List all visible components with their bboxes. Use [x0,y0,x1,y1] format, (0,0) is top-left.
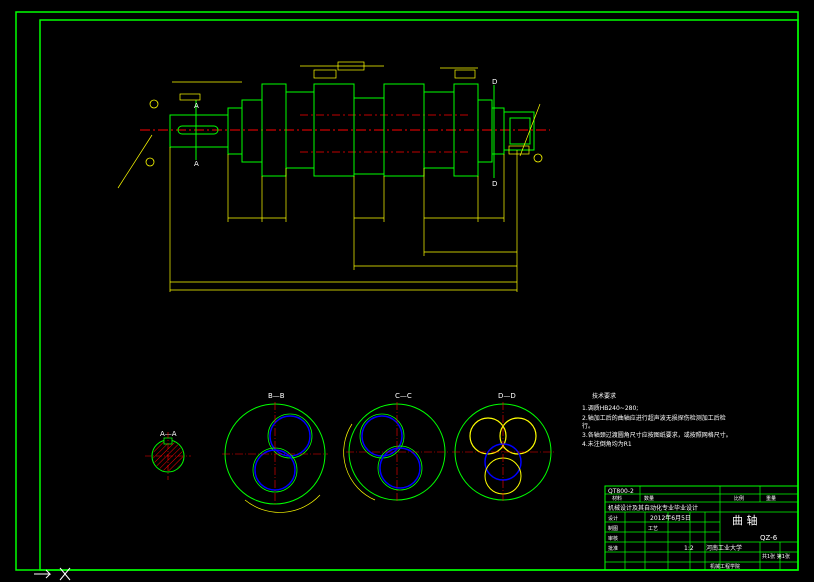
section-dd-label: D—D [498,392,516,400]
tech-requirements: 技术要求 1.调质HB240~280; 2.轴加工后的曲轴应进行超声波无损探伤检… [582,392,732,448]
section-cc-journal-2-outline [377,445,423,491]
tech-req-item-3: 行。 [582,422,594,430]
tb-checker-label: 审核 [608,535,618,542]
section-cc-dim-arc [343,423,376,501]
leader-left [117,134,153,189]
tb-drawing-no: QT800-2 [608,488,634,495]
shaft-output-end [503,111,535,151]
section-label-a-bottom: A [194,160,199,168]
section-label-d-bottom: D [492,180,497,188]
shaft-input-end [169,114,229,148]
section-dd-journal-4 [484,457,522,495]
section-bb-dim-arc [244,494,321,513]
main-view: D D A A [117,61,550,292]
tech-req-item-4: 3.各轴颈过渡圆角尺寸应按图纸要求，或按照网格尺寸。 [582,431,732,439]
datum-circle-left-2 [145,157,155,167]
tb-dept: 机械工程学院 [710,563,740,570]
tolerance-frame-2 [337,61,365,71]
ucs-icon [34,567,71,581]
section-dd-view: D—D [452,392,554,502]
tb-date: 2012年6月5日 [650,514,691,522]
section-label-a-top: A [194,102,199,110]
section-aa-view: A—A [145,430,191,480]
crank-pin-1 [353,97,385,175]
section-cc-label: C—C [395,392,412,400]
tolerance-frame-5 [179,93,201,101]
section-dd-journal-1 [469,417,507,455]
section-label-d-top: D [492,78,497,86]
section-cc-journal-1-outline [359,413,405,459]
tb-part-name: 曲 轴 [732,513,758,527]
tb-count-label: 数量 [644,495,654,502]
section-cc-journal-2 [379,447,421,489]
leader-right [519,103,541,157]
section-aa-label: A—A [160,430,177,438]
tech-req-item-2: 2.轴加工后的曲轴应进行超声波无损探伤检测加工后检 [582,414,726,422]
tb-approver-label: 批准 [608,545,618,552]
tb-drafter-label: 制图 [608,525,618,532]
tb-material-label: 材料 [612,495,622,502]
title-block-frame [604,485,799,571]
shaft-step-3 [477,99,493,163]
section-cc-view: C—C [343,392,448,502]
section-bb-label: B—B [268,392,285,400]
section-bb-view: B—B [222,392,328,513]
datum-circle-left [149,99,159,109]
section-cc-journal-1 [361,415,403,457]
shaft-step-1 [227,107,243,155]
title-block: QT800-2 材料 数量 比例 重量 机械设计及其自动化专业毕业设计 设计 2… [604,485,799,571]
datum-circle-right [533,153,543,163]
tb-school: 机械设计及其自动化专业毕业设计 [608,504,698,512]
tolerance-frame-3 [454,69,476,79]
section-dd-journal-2 [499,417,537,455]
tech-req-item-1: 1.调质HB240~280; [582,404,638,412]
tb-weight-label: 重量 [766,495,776,502]
tech-req-item-5: 4.未注倒角均为R1 [582,440,632,448]
tolerance-frame-4 [508,145,530,155]
tb-part-code: QZ-6 [760,534,778,542]
tb-designer-label: 设计 [608,515,618,522]
tb-scale-label: 比例 [734,495,744,502]
tb-scale-value: 1:2 [684,545,694,552]
shaft-step-2 [241,99,263,163]
inner-border [39,19,799,571]
tb-process-label: 工艺 [648,526,658,532]
output-bore [509,117,531,145]
tb-sheet: 共1张 第1张 [762,553,790,560]
section-bb-journal-1-outline [267,413,313,459]
tb-university: 河南工业大学 [706,544,742,552]
tech-req-title: 技术要求 [592,392,616,400]
tolerance-frame-1 [313,69,337,79]
keyway [177,125,219,135]
